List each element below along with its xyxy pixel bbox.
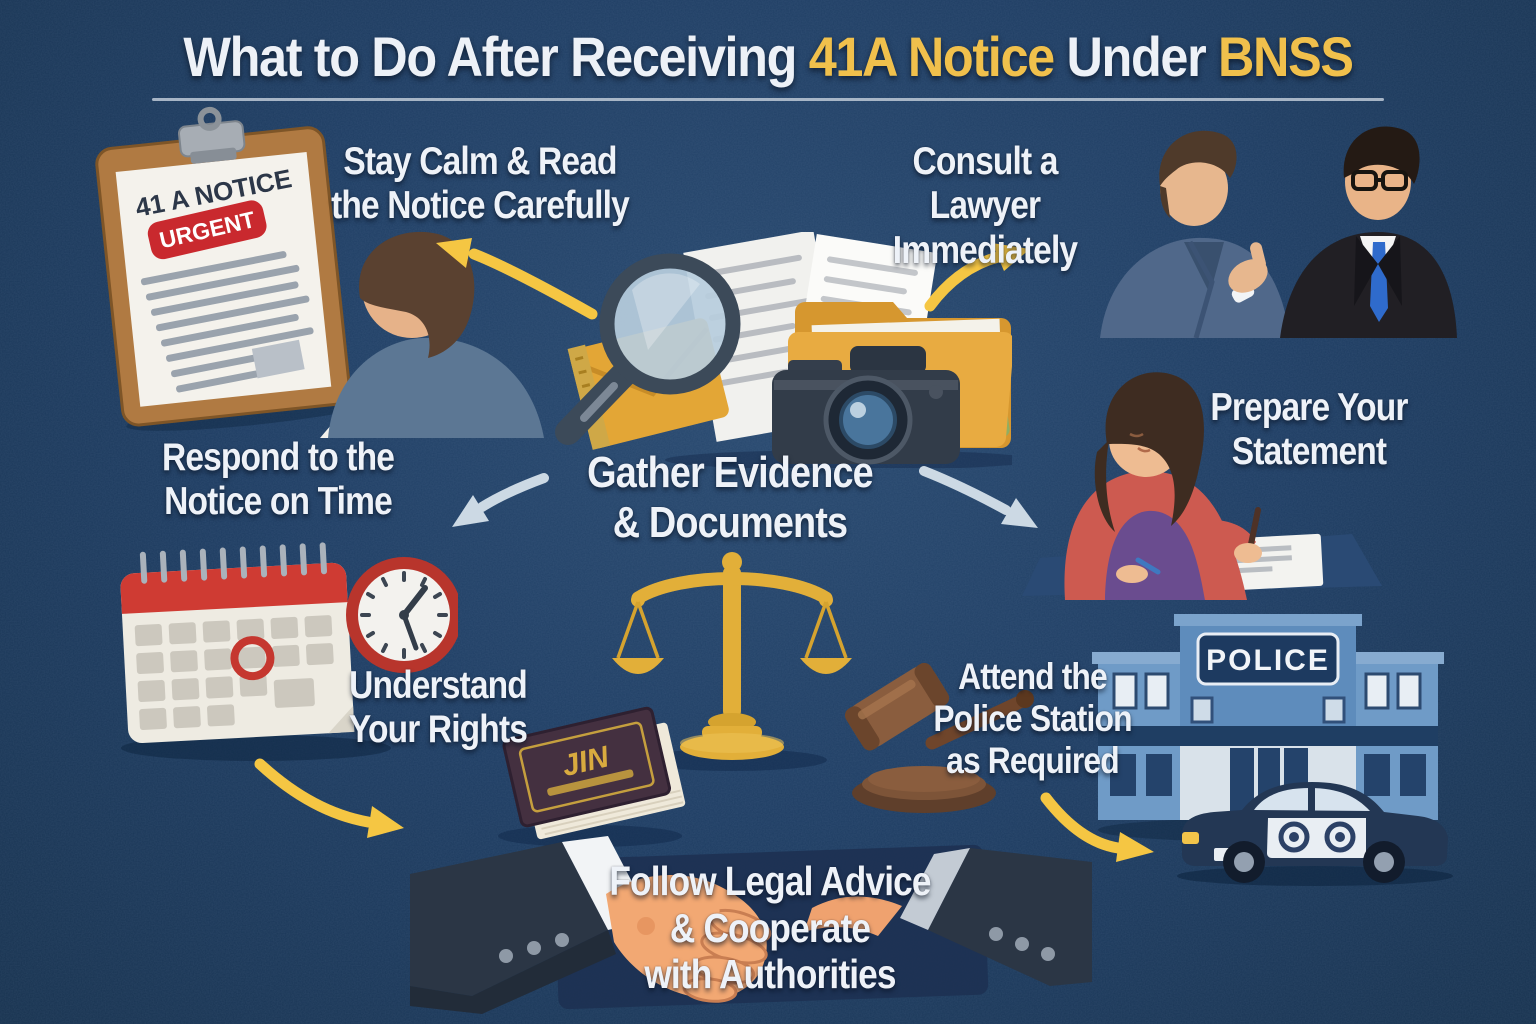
arrow-to-respond-icon (452, 473, 549, 527)
arrow-to-follow-icon (254, 758, 404, 838)
step-label-prepare-statement: Prepare Your Statement (1210, 386, 1408, 474)
title-notice-highlight: 41A Notice (808, 25, 1055, 88)
title-prefix: What to Do After Receiving (183, 25, 797, 88)
step-label-respond-on-time: Respond to the Notice on Time (161, 436, 395, 524)
page-title: What to Do After Receiving 41A Notice Un… (77, 24, 1459, 89)
step-label-gather-evidence: Gather Evidence & Documents (587, 448, 874, 548)
arrow-to-prepare-icon (919, 466, 1038, 528)
step-label-understand-rights: Understand Your Rights (348, 664, 528, 752)
step-label-consult-lawyer: Consult a Lawyer Immediately (892, 140, 1078, 272)
title-middle: Under (1066, 25, 1206, 88)
step-label-attend-police-station: Attend the Police Station as Required (933, 656, 1132, 782)
step-label-stay-calm: Stay Calm & Read the Notice Carefully (331, 140, 630, 228)
arrow-to-police-icon (1040, 792, 1154, 862)
step-label-follow-legal-advice: Follow Legal Advice & Cooperate with Aut… (609, 858, 931, 998)
title-divider (152, 98, 1384, 101)
arrow-to-stay-calm-icon (436, 238, 598, 320)
title-act-highlight: BNSS (1218, 25, 1354, 88)
